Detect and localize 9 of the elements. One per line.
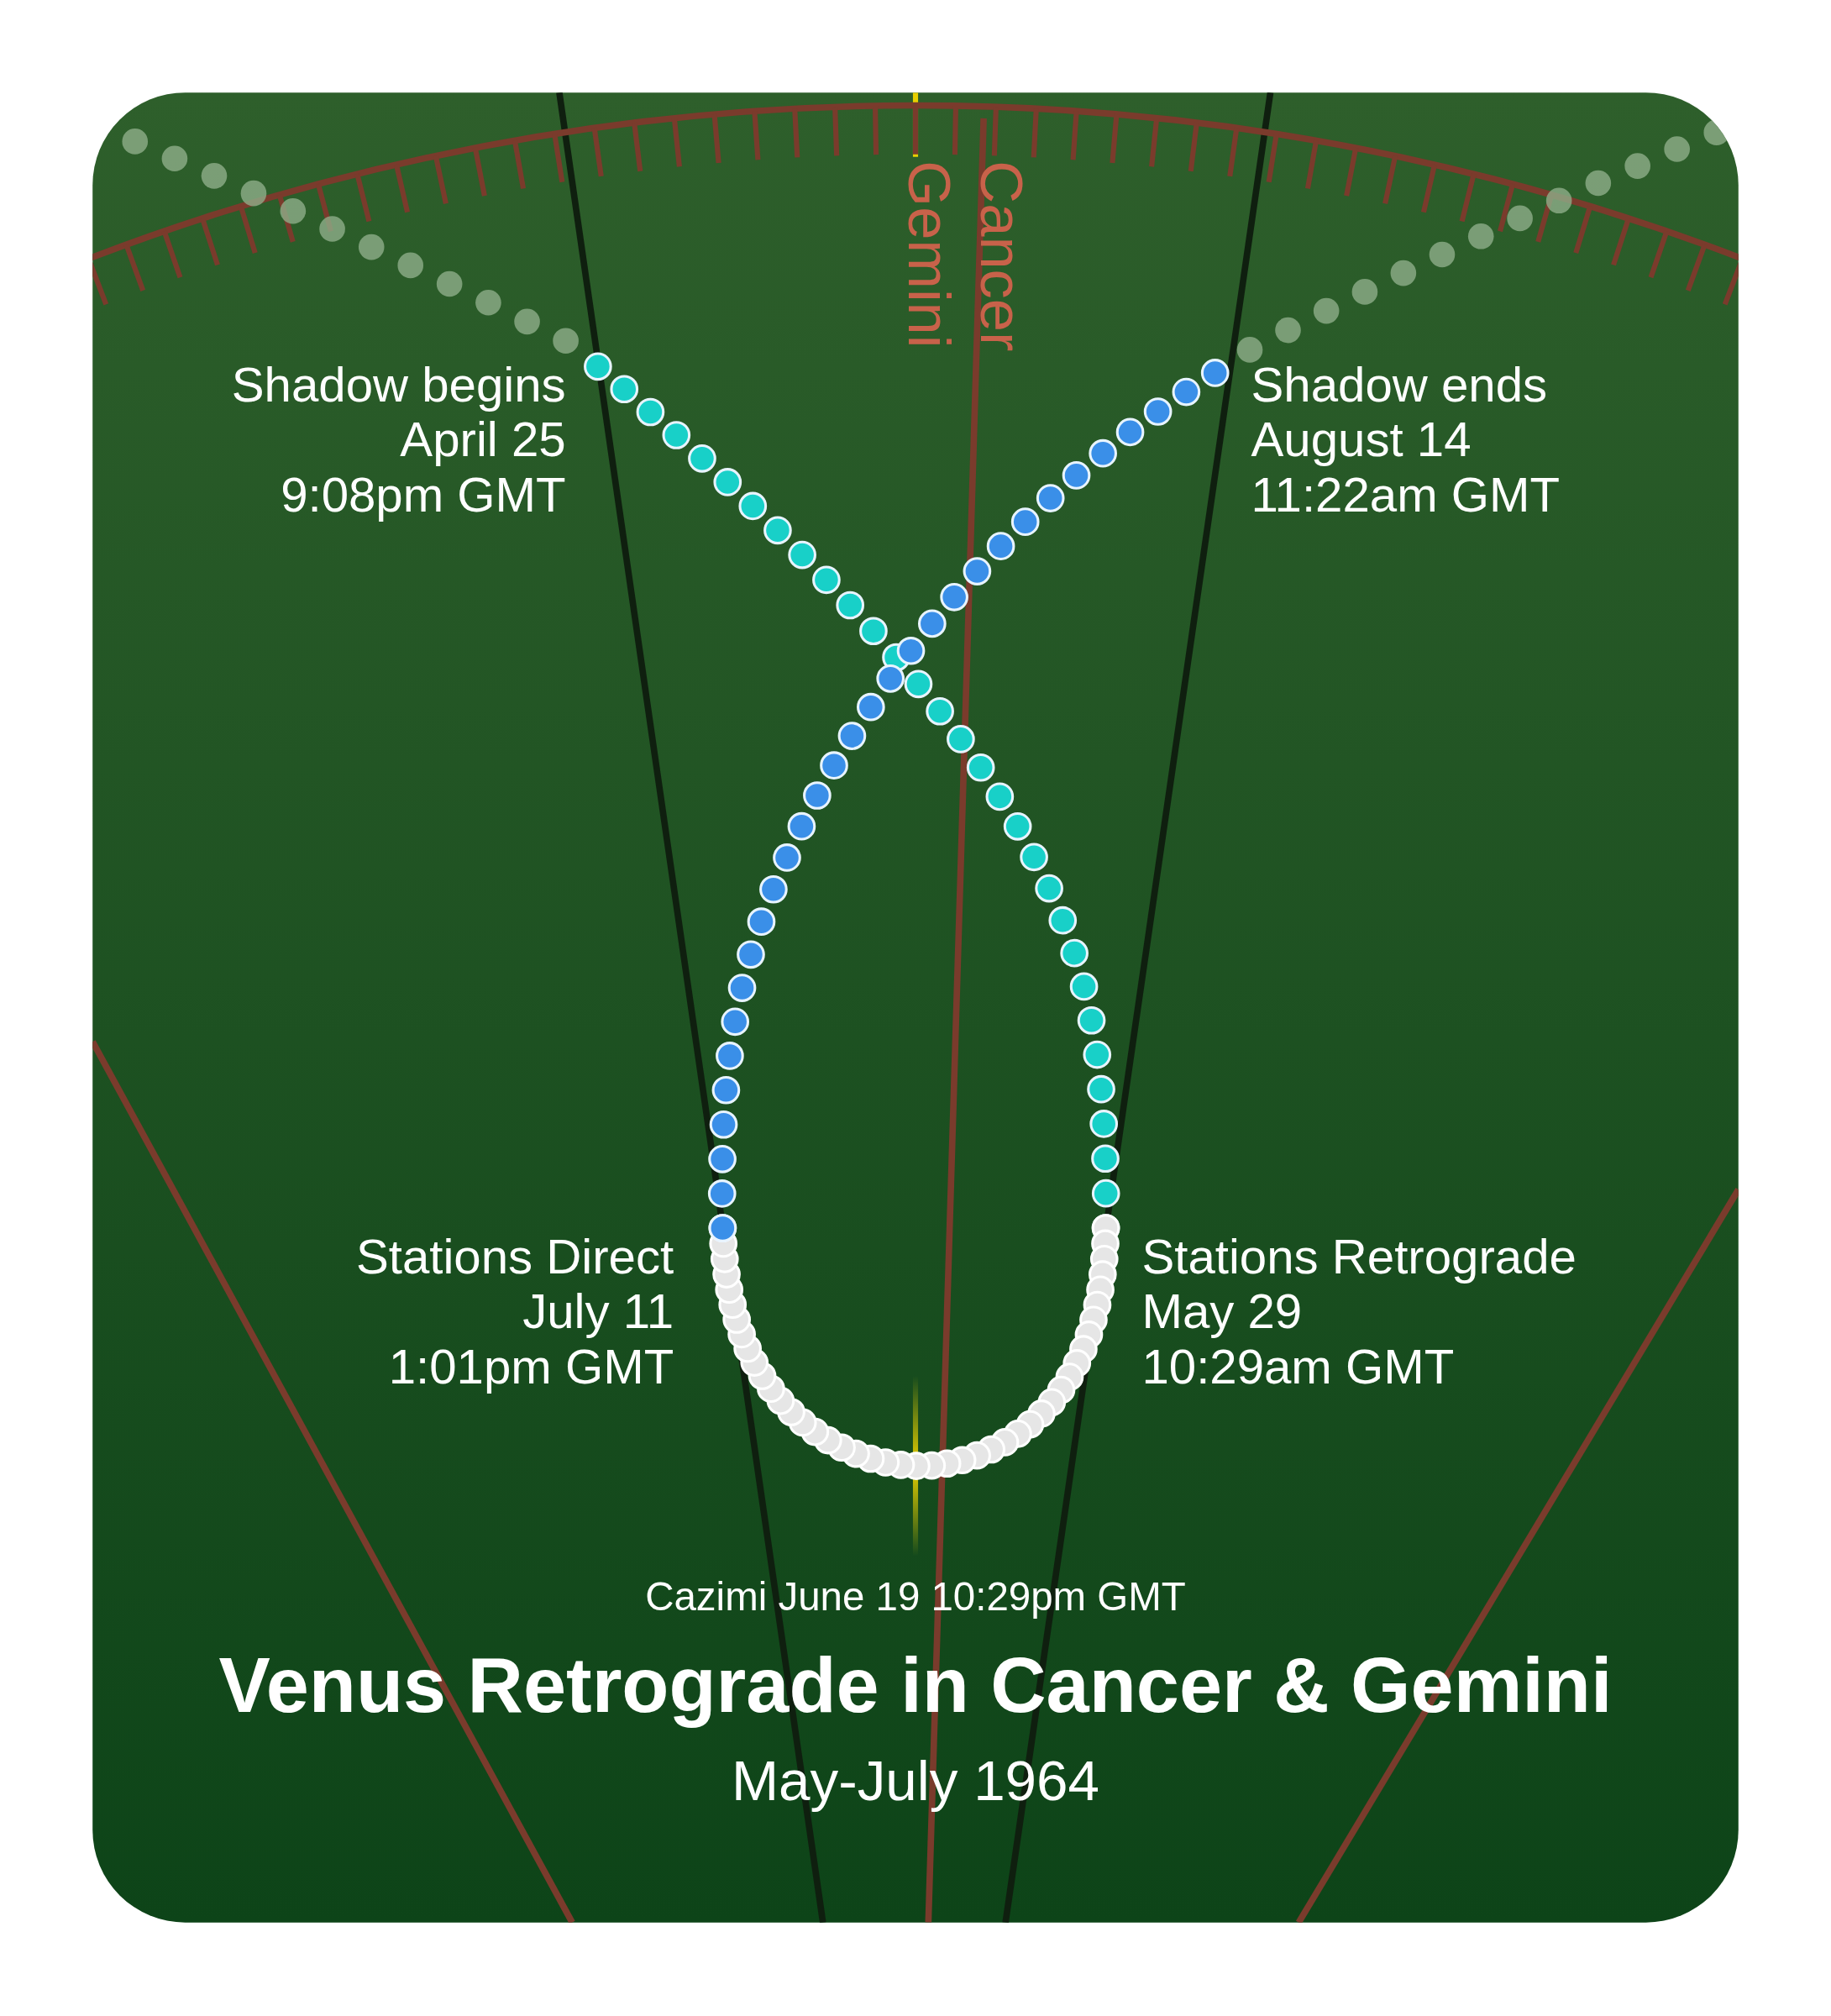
event-label: Shadow begins April 25 9:08pm GMT <box>231 357 566 524</box>
title: Venus Retrograde in Cancer & Gemini <box>218 1641 1613 1730</box>
sign-label: Gemini <box>895 160 964 349</box>
event-label: Cazimi June 19 10:29pm GMT <box>644 1573 1187 1620</box>
subtitle: May-July 1964 <box>730 1749 1100 1814</box>
event-label: Stations Direct July 11 1:01pm GMT <box>355 1229 674 1396</box>
sign-label: Cancer <box>967 160 1036 352</box>
event-label: Shadow ends August 14 11:22am GMT <box>1251 357 1561 524</box>
event-label: Stations Retrograde May 29 10:29am GMT <box>1141 1229 1577 1396</box>
